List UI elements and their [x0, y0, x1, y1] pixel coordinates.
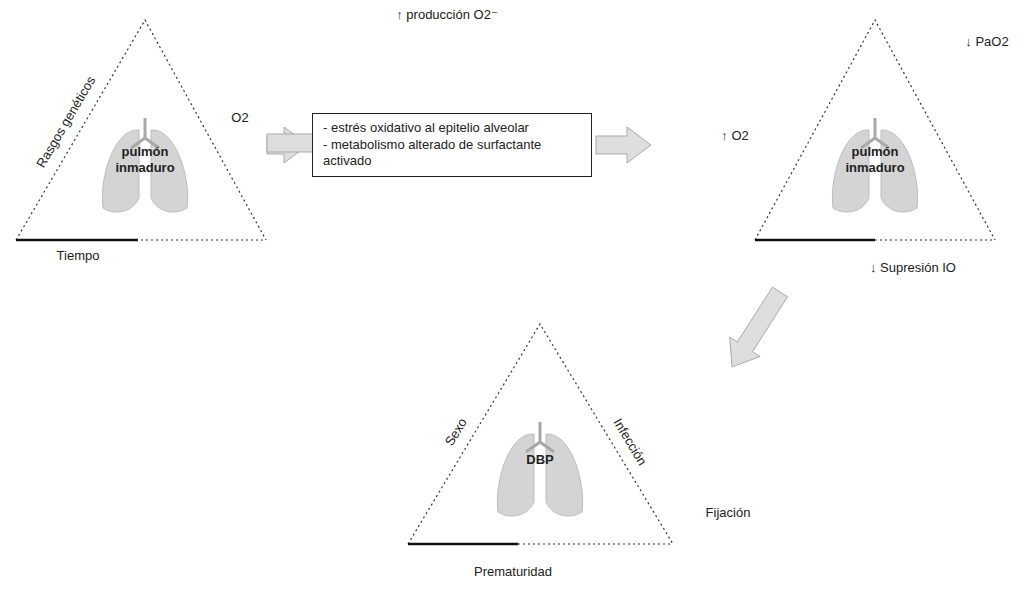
solid-base — [755, 239, 875, 242]
bullet-text: - estrés oxidativo al epitelio alveolar — [323, 120, 581, 137]
block-arrow — [596, 127, 651, 163]
lung-lobe — [497, 434, 534, 516]
side-label: Rasgos genéticos — [33, 73, 99, 170]
side-label: ↑ O2 — [721, 128, 748, 144]
solid-base — [408, 543, 518, 546]
annotation: ↑ producción O2⁻ — [396, 7, 498, 22]
trachea — [861, 118, 889, 148]
block-arrow — [730, 287, 788, 367]
side-label: Tiempo — [57, 248, 100, 264]
dotted-side — [16, 239, 266, 240]
trachea — [131, 118, 159, 148]
side-label: Infección — [610, 416, 650, 469]
lung-lobe — [546, 434, 583, 516]
bullet-text: - metabolismo alterado de surfactante ac… — [323, 137, 581, 171]
panel-title: pulmón inmaduro — [830, 144, 920, 175]
dotted-side — [755, 239, 995, 240]
trachea — [526, 422, 554, 452]
side-label: O2 — [231, 110, 248, 126]
panel-title: DBP — [510, 452, 570, 468]
process-box: - estrés oxidativo al epitelio alveolar-… — [312, 113, 592, 178]
triangle-panel: DBP Sexo InfecciónPrematuridad — [368, 322, 728, 594]
lung-illustration — [497, 422, 582, 516]
dotted-side — [755, 20, 995, 240]
dotted-side — [16, 20, 266, 240]
triangle-panel: pulmón inmaduroRasgos genéticos O2Tiempo — [8, 18, 263, 268]
side-label: Sexo — [442, 415, 471, 448]
solid-base — [16, 239, 138, 242]
side-label: Prematuridad — [474, 564, 552, 580]
side-label: ↓ PaO2 — [965, 34, 1008, 50]
side-label: ↓ Supresión IO — [870, 260, 956, 276]
panel-title: pulmón inmaduro — [100, 144, 190, 175]
triangle-panel: pulmón inmaduro ↑ O2 ↓ PaO2 ↓ Supresión IO — [655, 18, 1027, 288]
dotted-side — [408, 543, 673, 544]
dotted-side — [408, 324, 673, 544]
annotation: Fijación — [706, 505, 751, 520]
triangle-outline — [655, 18, 1027, 288]
